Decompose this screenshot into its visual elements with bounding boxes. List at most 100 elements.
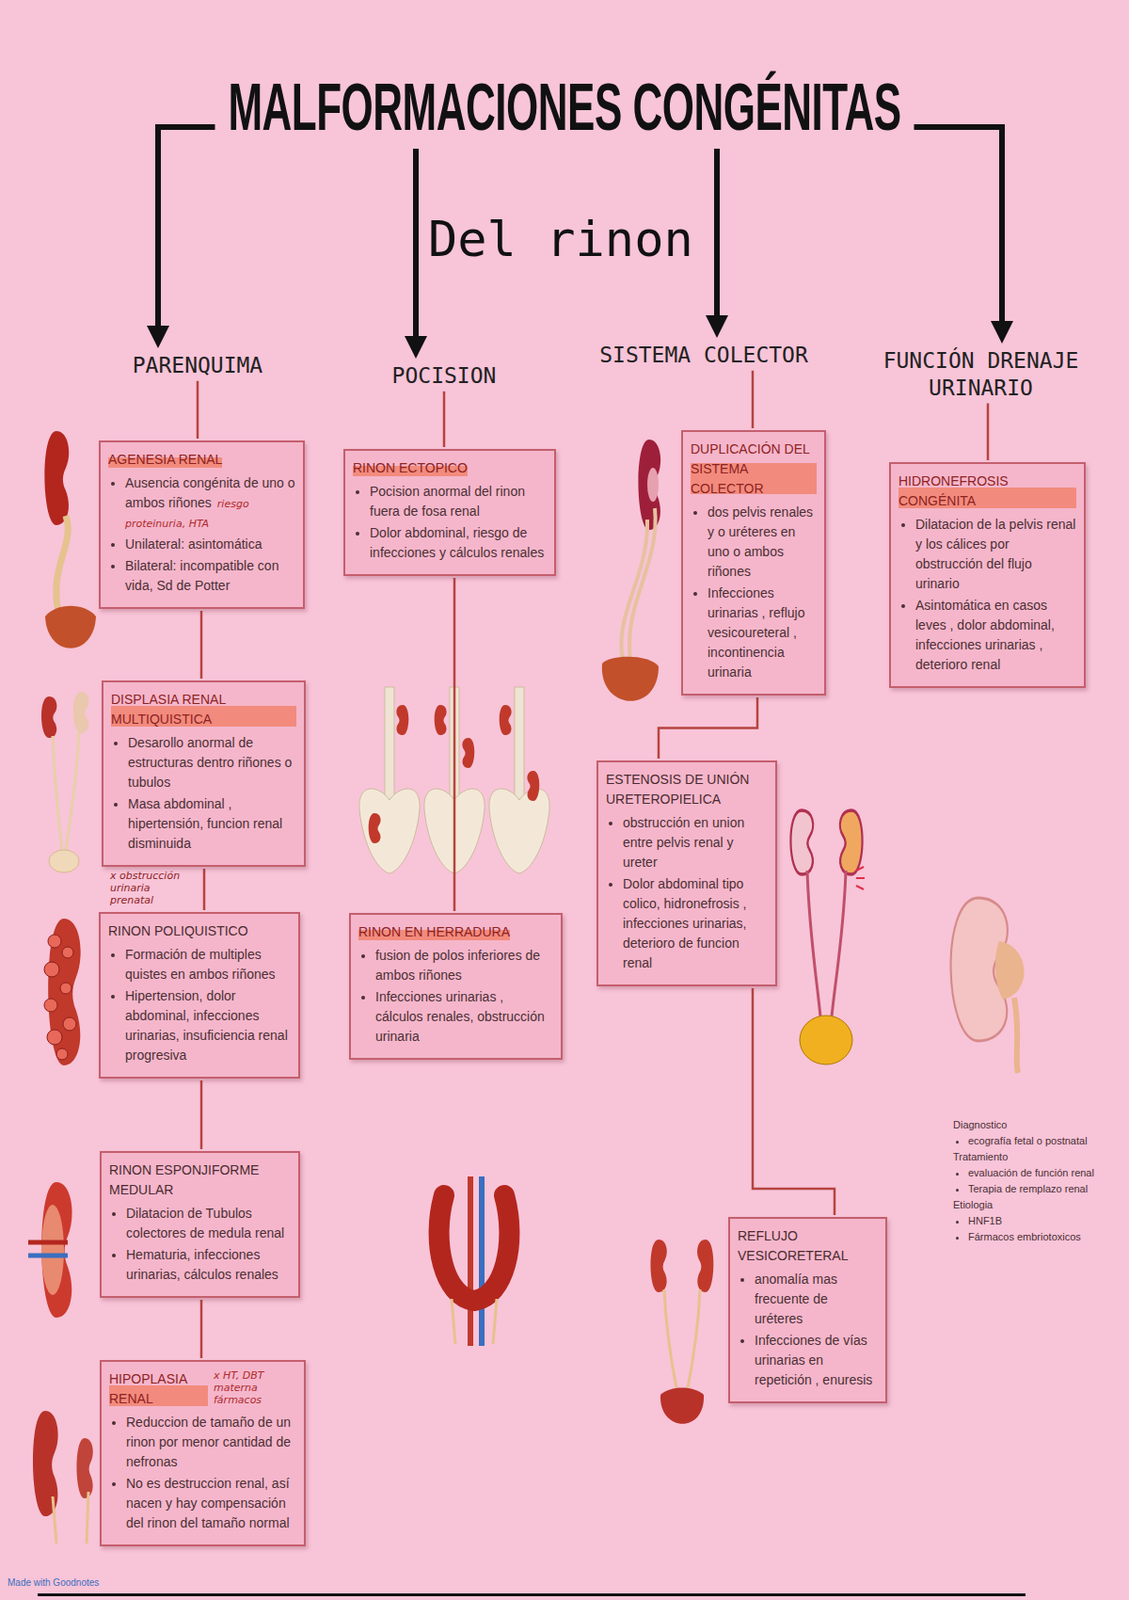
heading-row: REFLUJO VESICORETERAL [737, 1225, 878, 1266]
bullet-text: Dilatacion de la pelvis renal y los cáli… [915, 516, 1076, 591]
connector-line [200, 1299, 204, 1358]
connector-line [453, 577, 457, 911]
bullet-item: Dilatacion de Tubulos colectores de medu… [126, 1203, 291, 1243]
box-heading: REFLUJO VESICORETERAL [737, 1225, 878, 1266]
bullet-item: fusion de polos inferiores de ambos riño… [375, 945, 554, 986]
bullet-list: fusion de polos inferiores de ambos riño… [358, 945, 554, 1047]
connector-line [986, 403, 990, 462]
box-heading: DUPLICACIÓN DEL SISTEMA COLECTOR [690, 439, 817, 499]
agenesia-illustration [44, 430, 96, 649]
bullet-item: Unilateral: asintomática [125, 534, 296, 555]
heading-row: DUPLICACIÓN DEL SISTEMA COLECTOR [690, 439, 817, 499]
box-heading: DISPLASIA RENAL MULTIQUISTICA [111, 689, 297, 730]
connector-line [752, 987, 835, 1215]
bullet-list: dos pelvis renales y o uréteres en uno o… [690, 502, 817, 683]
bullet-text: dos pelvis renales y o uréteres en uno o… [707, 504, 813, 579]
reflux-illustration [651, 1239, 715, 1424]
bullet-text: Asintomática en casos leves , dolor abdo… [915, 597, 1055, 672]
bullet-item: Infecciones de vías urinarias en repetic… [754, 1330, 878, 1390]
bullet-item: Dolor abdominal tipo colico, hidronefros… [622, 874, 768, 973]
bullet-text: Reduccion de tamaño de un rinon por meno… [126, 1414, 291, 1469]
bullet-item: dos pelvis renales y o uréteres en uno o… [707, 502, 817, 582]
box-heading: AGENESIA RENAL [108, 449, 223, 470]
handwritten-note: x HT, DBT materna fármacos [213, 1368, 297, 1407]
bullet-item: No es destruccion renal, así nacen y hay… [126, 1473, 297, 1533]
note-heading: Diagnostico [953, 1116, 1114, 1133]
bullet-item: Asintomática en casos leves , dolor abdo… [915, 595, 1077, 675]
info-box: REFLUJO VESICORETERAL anomalía mas frecue… [728, 1216, 888, 1403]
bullet-item: Formación de multiples quistes en ambos … [125, 944, 291, 985]
connector-line [443, 391, 446, 447]
connector-line [751, 370, 755, 429]
bullet-text: Hipertension, dolor abdominal, infeccion… [125, 987, 288, 1063]
box-heading: RINON EN HERRADURA [358, 922, 510, 942]
displasia-illustration [41, 691, 89, 873]
bullet-list: Dilatacion de la pelvis renal y los cáli… [898, 514, 1077, 675]
connector-line [200, 1080, 204, 1149]
heading-row: HIPOPLASIA RENALx HT, DBT materna fármac… [109, 1368, 297, 1409]
info-box: RINON ESPONJIFORME MEDULARDilatacion de … [99, 1150, 301, 1298]
bullet-text: fusion de polos inferiores de ambos riño… [375, 947, 541, 983]
bullet-text: Formación de multiples quistes en ambos … [125, 946, 276, 982]
bullet-text: Infecciones urinarias , reflujo vesicour… [707, 585, 806, 680]
category-heading: FUNCIÓN DRENAJE URINARIO [870, 347, 1092, 402]
watermark: Made with Goodnotes [7, 1576, 99, 1589]
heading-row: RINON ESPONJIFORME MEDULAR [109, 1160, 291, 1200]
category-text: FUNCIÓN DRENAJE URINARIO [870, 347, 1092, 402]
connector-arrow [914, 127, 1003, 331]
heading-row: RINON ECTOPICO [352, 458, 547, 478]
stenosis-illustration [790, 810, 865, 1065]
note-heading: Tratamiento [953, 1148, 1114, 1165]
info-box: DUPLICACIÓN DEL SISTEMA COLECTORdos pelv… [681, 429, 827, 696]
box-heading: ESTENOSIS DE UNIÓN URETEROPIELICA [605, 769, 768, 810]
connector-arrow [158, 127, 216, 335]
bullet-item: Hematuria, infecciones urinarias, cálcul… [126, 1244, 291, 1285]
box-heading: HIDRONEFROSIS CONGÉNITA [898, 471, 1077, 511]
bullet-list: Desarollo anormal de estructuras dentro … [111, 732, 297, 854]
connector-line [658, 697, 758, 759]
connector-line [196, 381, 200, 439]
bullet-list: Dilatacion de Tubulos colectores de medu… [109, 1203, 291, 1285]
info-box: DISPLASIA RENAL MULTIQUISTICADesarollo a… [101, 680, 306, 867]
box-heading: RINON ESPONJIFORME MEDULAR [109, 1160, 291, 1200]
bullet-item: Masa abdominal , hipertensión, funcion r… [127, 794, 297, 854]
bullet-text: Ausencia congénita de uno o ambos riñone… [125, 475, 296, 510]
bullet-item: Pocision anormal del rinon fuera de fosa… [369, 481, 547, 522]
bullet-item: Hipertension, dolor abdominal, infeccion… [125, 985, 291, 1066]
bullet-text: Hematuria, infecciones urinarias, cálcul… [126, 1246, 279, 1282]
info-box: HIDRONEFROSIS CONGÉNITA Dilatacion de la … [889, 461, 1086, 688]
box-heading: HIPOPLASIA RENAL [109, 1368, 208, 1409]
note-item: evaluación de función renal [968, 1164, 1114, 1181]
duplication-illustration [602, 439, 661, 701]
bullet-list: Reduccion de tamaño de un rinon por meno… [109, 1412, 297, 1533]
title-text: MALFORMACIONES CONGÉNITAS [227, 70, 901, 144]
info-box: HIPOPLASIA RENALx HT, DBT materna fármac… [99, 1359, 306, 1546]
info-box: RINON POLIQUISTICO Formación de multiples… [98, 911, 301, 1079]
title-node: MALFORMACIONES CONGÉNITAS [217, 67, 913, 147]
bullet-text: Bilateral: incompatible con vida, Sd de … [125, 557, 279, 593]
bullet-item: Ausencia congénita de uno o ambos riñone… [125, 473, 296, 533]
bottom-rule [37, 1592, 1026, 1596]
box-heading: RINON POLIQUISTICO [108, 921, 249, 941]
bullet-text: obstrucción en union entre pelvis renal … [622, 814, 745, 870]
category-text: SISTEMA COLECTOR [590, 341, 817, 369]
bullet-item: Bilateral: incompatible con vida, Sd de … [125, 556, 296, 596]
handwritten-note: x obstrucción urinaria prenatal [110, 869, 193, 907]
bullet-list: obstrucción en union entre pelvis renal … [605, 812, 768, 973]
category-text: POCISION [368, 362, 520, 390]
bullet-text: Pocision anormal del rinon fuera de fosa… [369, 483, 525, 519]
bullet-item: obstrucción en union entre pelvis renal … [622, 812, 768, 873]
bullet-text: Infecciones de vías urinarias en repetic… [754, 1332, 873, 1387]
connector-line [203, 868, 207, 910]
note-heading: Etiologia [953, 1196, 1114, 1213]
category-text: PARENQUIMA [112, 351, 283, 380]
note-item: Terapia de remplazo renal [968, 1180, 1114, 1197]
category-heading: PARENQUIMA [112, 351, 283, 380]
connector-line [200, 610, 204, 679]
bullet-text: Dolor abdominal, riesgo de infecciones y… [369, 524, 544, 560]
hipoplasia-illustration [32, 1410, 94, 1543]
category-heading: SISTEMA COLECTOR [590, 341, 817, 369]
connector-arrow [714, 148, 720, 325]
heading-row: ESTENOSIS DE UNIÓN URETEROPIELICA [605, 769, 768, 810]
bullet-text: anomalía mas frecuente de uréteres [754, 1271, 838, 1326]
